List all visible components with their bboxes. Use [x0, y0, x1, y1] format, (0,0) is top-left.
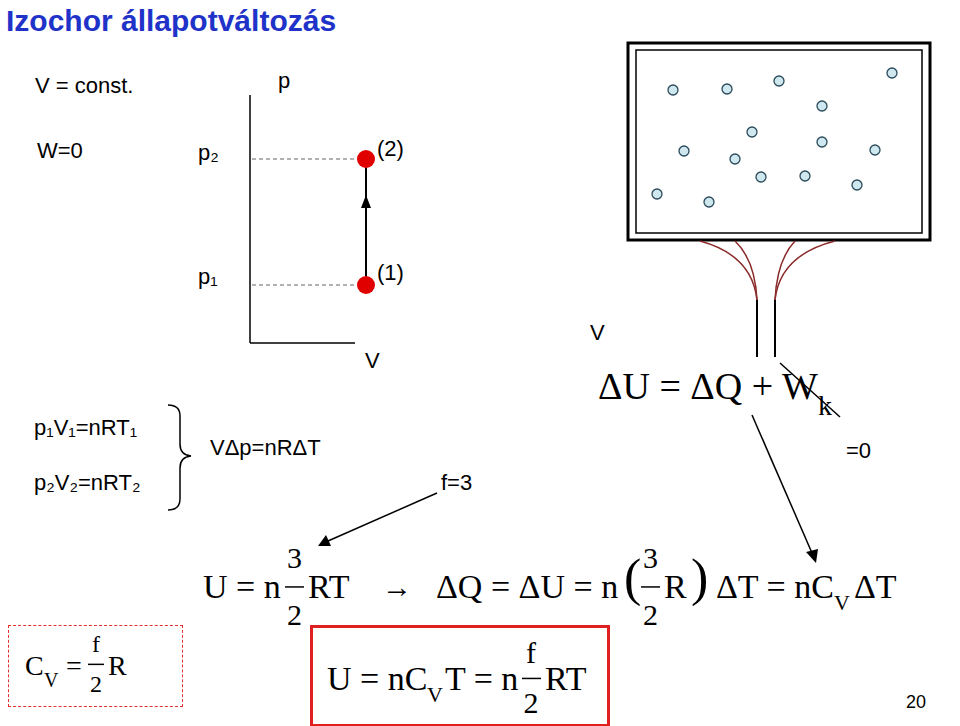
gas-law: p₁V₁=nRT₁: [34, 417, 137, 439]
gas-particle: [800, 171, 810, 181]
denominator: 2: [90, 672, 102, 696]
equation: ΔT = nC: [716, 570, 834, 604]
isochore-line: [365, 159, 367, 285]
equation: RT: [545, 662, 586, 696]
state-label: (1): [377, 262, 404, 284]
funnel-line: [700, 241, 757, 300]
gas-particle: [817, 101, 827, 111]
p-axis: [249, 95, 251, 343]
gas-law: p₂V₂=nRT₂: [34, 472, 141, 494]
subscript: k: [818, 392, 832, 420]
v-axis: [250, 342, 355, 344]
arrowhead: [361, 195, 371, 208]
fraction-bar: [88, 664, 104, 666]
denominator: 2: [524, 688, 539, 718]
equation: T = n: [445, 662, 518, 696]
axis-value: p₁: [198, 266, 218, 288]
gas-particle: [747, 127, 757, 137]
gas-particle: [679, 146, 689, 156]
symbol: C: [25, 652, 44, 680]
gas-particle: [756, 172, 766, 182]
symbol: R: [108, 652, 127, 680]
subscript: V: [427, 684, 443, 706]
equation: R: [664, 570, 687, 604]
definition-box: CV = f 2R: [8, 625, 183, 707]
container-inner: [636, 50, 922, 233]
pointer-line: [752, 415, 812, 553]
gas-particle: [870, 145, 880, 155]
fraction-bar: [641, 586, 660, 588]
slide-title: Izochor állapotváltozás: [6, 6, 336, 36]
funnel-line: [735, 241, 757, 300]
paren: (: [624, 552, 641, 604]
zero-note: =0: [846, 440, 871, 462]
gas-law: VΔp=nRΔT: [210, 437, 321, 459]
arrowhead: [806, 549, 818, 563]
arrowhead: [318, 535, 331, 546]
brace: [168, 405, 191, 510]
dashed-guide: [252, 285, 356, 286]
numerator: 3: [643, 543, 658, 573]
equation: ΔQ = ΔU = n: [436, 570, 618, 604]
condition: W=0: [37, 140, 83, 162]
numerator: f: [92, 632, 100, 656]
degrees-of-freedom: f=3: [441, 472, 472, 494]
equation: RT: [308, 570, 349, 604]
gas-particle: [774, 76, 784, 86]
state-dot: [357, 150, 375, 168]
equation: U = n: [203, 570, 281, 604]
gas-particle: [817, 137, 827, 147]
denominator: 2: [643, 600, 658, 630]
condition: V = const.: [35, 75, 133, 97]
tube-wall: [774, 300, 776, 357]
pointer-arrows: [318, 415, 818, 563]
gas-particle: [722, 84, 732, 94]
gas-particle: [730, 154, 740, 164]
gas-particle: [652, 189, 662, 199]
state-label: (2): [377, 138, 404, 160]
axis-value: p₂: [198, 142, 219, 164]
pointer-line: [328, 493, 437, 541]
tube-wall: [756, 300, 758, 357]
equation: ΔT: [854, 570, 897, 604]
first-law: ΔU = ΔQ + W: [598, 367, 818, 405]
page-number: 20: [906, 693, 926, 711]
numerator: 3: [287, 543, 302, 573]
fraction-bar: [285, 586, 304, 588]
equation: U = nC: [327, 662, 427, 696]
funnel-line: [775, 241, 835, 300]
axis-label: p: [278, 70, 290, 92]
particles: [652, 68, 897, 207]
axis-label: V: [365, 350, 380, 372]
container-outer: [628, 43, 930, 240]
result-box: U = nCVT = n f 2RT: [310, 625, 610, 726]
gas-particle: [887, 68, 897, 78]
denominator: 2: [287, 600, 302, 630]
subscript: V: [44, 670, 58, 690]
volume-label: V: [590, 322, 605, 344]
implies-arrow: →: [382, 572, 412, 602]
fraction-bar: [522, 678, 541, 680]
gas-particle: [668, 85, 678, 95]
state-dot: [357, 276, 375, 294]
numerator: f: [526, 638, 536, 668]
paren: ): [691, 552, 708, 604]
dashed-guide: [252, 159, 356, 160]
gas-particle: [704, 197, 714, 207]
equals: =: [66, 652, 82, 680]
subscript: V: [834, 592, 850, 614]
pv-graph: [250, 95, 375, 343]
gas-container: [628, 43, 930, 357]
gas-particle: [852, 180, 862, 190]
